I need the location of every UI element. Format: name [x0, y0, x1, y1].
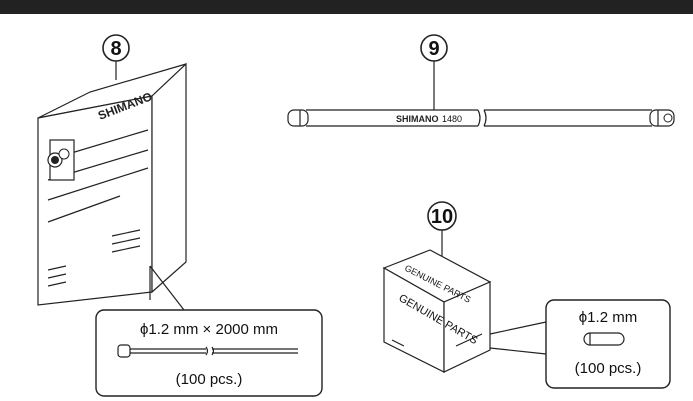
callout-10-label: 10	[431, 206, 453, 228]
detail-leader-left-b	[149, 265, 185, 311]
cable-end-cap-icon	[583, 332, 625, 346]
cable-number: 1480	[442, 114, 462, 124]
inner-cable-size: ϕ1.2 mm × 2000 mm	[140, 321, 278, 338]
cable-logo: SHIMANO	[396, 114, 439, 124]
inner-cable-qty: (100 pcs.)	[176, 371, 243, 388]
callout-9-label: 9	[428, 38, 439, 60]
top-bar	[0, 0, 693, 14]
shift-inner-cable-icon	[287, 109, 675, 127]
detail-box-inner-cable	[95, 309, 323, 397]
end-cap-qty: (100 pcs.)	[575, 360, 642, 377]
callout-8-label: 8	[110, 38, 121, 60]
cable-box-icon	[37, 62, 187, 306]
cable-end-icon	[117, 344, 298, 358]
detail-leader-right-a	[489, 321, 547, 335]
end-cap-size: ϕ1.2 mm	[579, 309, 637, 326]
parts-box-icon	[382, 249, 492, 373]
detail-leader-right-b	[489, 347, 547, 355]
